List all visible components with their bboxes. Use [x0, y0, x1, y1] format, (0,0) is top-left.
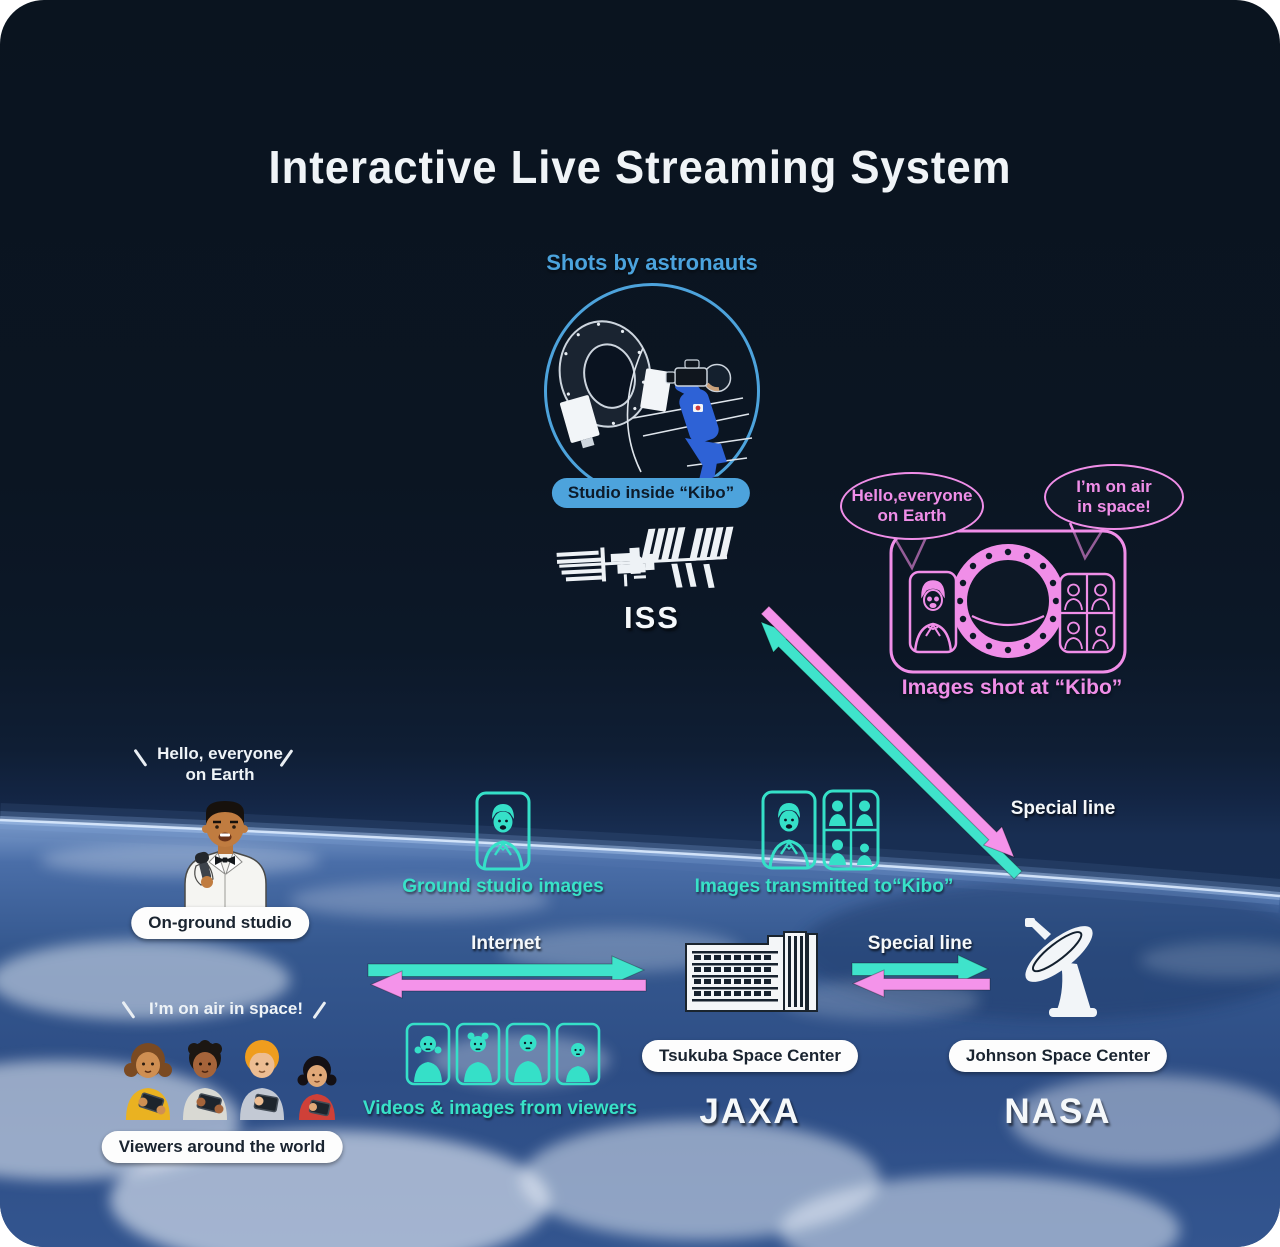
- bubble-hello-line2: on Earth: [877, 506, 947, 525]
- johnson-space-center-pill: Johnson Space Center: [948, 1040, 1168, 1072]
- studio-speech-text: Hello, everyone on Earth: [150, 743, 290, 785]
- iss-icon: [556, 526, 734, 588]
- arrow-specialline-left: [851, 969, 991, 998]
- internet-label: Internet: [471, 933, 541, 954]
- page-title: Interactive Live Streaming System: [268, 141, 1012, 193]
- bubble-hello-everyone: Hello,everyone on Earth: [840, 472, 984, 540]
- viewers-illustration: [124, 1040, 337, 1120]
- presenter-illustration: [184, 801, 267, 908]
- jaxa-label: JAXA: [699, 1092, 801, 1131]
- studio-speech-line1: Hello, everyone: [157, 744, 283, 763]
- bubble-on-air: I’m on air in space!: [1044, 464, 1184, 530]
- kibo-window-illustration: [889, 529, 1127, 674]
- bubble-hello-line1: Hello,everyone: [851, 486, 973, 505]
- arrow-downlink-pink: [760, 605, 1015, 858]
- tsukuba-building-icon: [685, 931, 818, 1012]
- tsukuba-space-center-pill: Tsukuba Space Center: [641, 1040, 859, 1072]
- bubble-on-air-line1: I’m on air: [1076, 477, 1152, 496]
- kibo-studio-circle: [544, 283, 760, 499]
- studio-speech-line2: on Earth: [185, 765, 255, 784]
- nasa-label: NASA: [1004, 1092, 1112, 1131]
- videos-from-viewers-caption: Videos & images from viewers: [362, 1098, 638, 1119]
- special-line-diagonal-label: Special line: [1010, 798, 1116, 819]
- ground-studio-image-icon: [475, 791, 531, 871]
- viewers-speech-text: I’m on air in space!: [149, 999, 303, 1018]
- arrow-internet-left: [369, 970, 647, 999]
- arrow-specialline-right: [851, 954, 990, 984]
- bubble-on-air-line2: in space!: [1077, 497, 1151, 516]
- studio-inside-kibo-pill: Studio inside “Kibo”: [551, 478, 751, 508]
- on-ground-studio-pill: On-ground studio: [131, 907, 309, 939]
- transmit-presenter-icon: [761, 790, 817, 870]
- iss-label: ISS: [624, 600, 680, 635]
- images-shot-caption: Images shot at “Kibo”: [901, 676, 1123, 699]
- viewers-around-world-pill: Viewers around the world: [101, 1131, 343, 1163]
- ground-studio-images-caption: Ground studio images: [402, 876, 604, 897]
- special-line-ground-label: Special line: [867, 933, 973, 954]
- viewer-video-icons: [405, 1022, 601, 1086]
- astronaut-camera-illustration: [558, 320, 753, 496]
- images-transmitted-caption: Images transmitted to“Kibo”: [694, 876, 954, 897]
- arrow-internet-right: [367, 955, 646, 985]
- shots-by-astronauts-caption: Shots by astronauts: [546, 250, 758, 275]
- transmit-viewers-grid-icon: [822, 789, 880, 871]
- satellite-dish-icon: [1025, 918, 1097, 1017]
